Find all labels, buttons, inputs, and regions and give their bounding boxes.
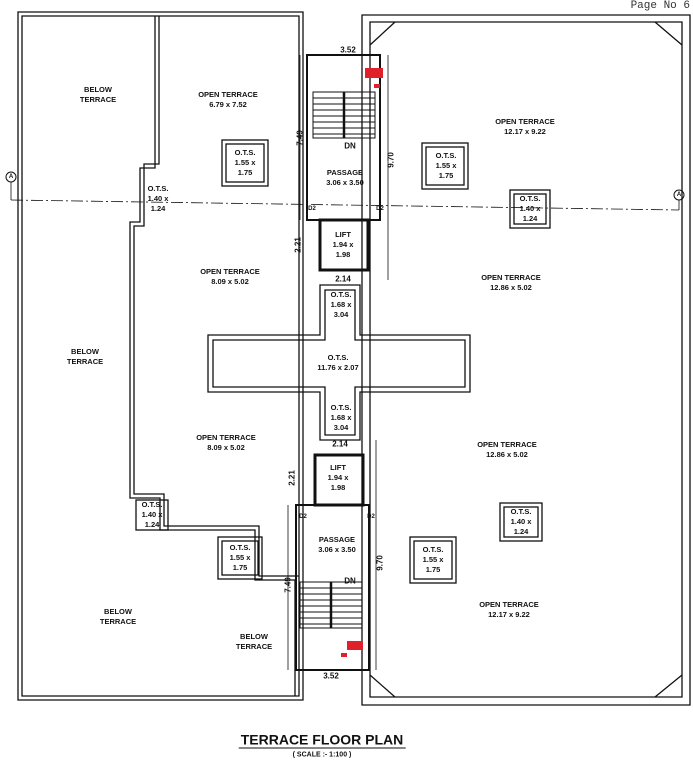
dimension-lift-width: 2.14 [335, 274, 351, 284]
lift-label: LIFT 1.94 x 1.98 [327, 463, 349, 492]
left-wing-walls [17, 11, 304, 701]
dimension-lift-height: 2.21 [293, 237, 303, 253]
ots-label: O.T.S. 1.55 x 1.75 [229, 543, 251, 572]
grid-marker-right-label: A [676, 192, 682, 198]
door-label: D2 [299, 514, 307, 520]
passage-label: PASSAGE 3.06 x 3.50 [318, 535, 356, 554]
dimension-lines [287, 54, 389, 671]
dimension-height: 7.49 [295, 130, 305, 146]
below-terrace-label: BELOW TERRACE [79, 85, 117, 104]
stairs [299, 91, 376, 629]
grid-marker-left-label: A [8, 174, 14, 180]
dimension-height: 9.70 [375, 555, 385, 571]
passage-label: PASSAGE 3.06 x 3.50 [326, 168, 364, 187]
ots-label: O.T.S. 1.68 x 3.04 [330, 403, 352, 432]
door-label: D2 [367, 514, 375, 520]
page-number: Page No 6 [629, 0, 691, 12]
dimension-height: 9.70 [386, 152, 396, 168]
open-terrace-label: OPEN TERRACE 12.86 x 5.02 [477, 440, 537, 459]
ots-boxes [135, 139, 551, 584]
below-terrace-label: BELOW TERRACE [99, 607, 137, 626]
ots-label: O.T.S. 1.40 x 1.24 [519, 194, 541, 223]
dimension-lift-height: 2.21 [287, 470, 297, 486]
open-terrace-label: OPEN TERRACE 8.09 x 5.02 [196, 433, 256, 452]
below-terrace-label: BELOW TERRACE [235, 632, 273, 651]
open-terrace-label: OPEN TERRACE 12.86 x 5.02 [481, 273, 541, 292]
door-label: D2 [308, 206, 316, 212]
open-terrace-label: OPEN TERRACE 12.17 x 9.22 [495, 117, 555, 136]
below-terrace-label: BELOW TERRACE [66, 347, 104, 366]
central-ots-cross [207, 284, 471, 441]
ots-label: O.T.S. 1.55 x 1.75 [422, 545, 444, 574]
ots-label: O.T.S. 1.40 x 1.24 [510, 507, 532, 536]
open-terrace-label: OPEN TERRACE 12.17 x 9.22 [479, 600, 539, 619]
dimension-width: 3.52 [340, 45, 356, 55]
stair-down-label: DN [344, 576, 356, 586]
ots-label: O.T.S. 1.68 x 3.04 [330, 290, 352, 319]
ots-label: O.T.S. 1.55 x 1.75 [435, 151, 457, 180]
ots-cross-label: O.T.S. 11.76 x 2.07 [317, 353, 359, 372]
door-label: D2 [376, 206, 384, 212]
dimension-height: 7.49 [283, 577, 293, 593]
stair-down-label: DN [344, 141, 356, 151]
lift-label: LIFT 1.94 x 1.98 [332, 230, 354, 259]
dimension-width: 3.52 [323, 671, 339, 681]
ots-label: O.T.S. 1.55 x 1.75 [234, 148, 256, 177]
open-terrace-label: OPEN TERRACE 8.09 x 5.02 [200, 267, 260, 286]
ots-label: O.T.S. 1.40 x 1.24 [141, 500, 163, 529]
dimension-lift-width: 2.14 [332, 439, 348, 449]
plan-title: TERRACE FLOOR PLAN [238, 731, 406, 749]
ots-label: O.T.S. 1.40 x 1.24 [147, 184, 169, 213]
fire-markers [341, 68, 383, 657]
open-terrace-label: OPEN TERRACE 6.79 x 7.52 [198, 90, 258, 109]
plan-scale: ( SCALE :- 1:100 ) [292, 751, 352, 759]
grid-line-a [10, 199, 680, 211]
